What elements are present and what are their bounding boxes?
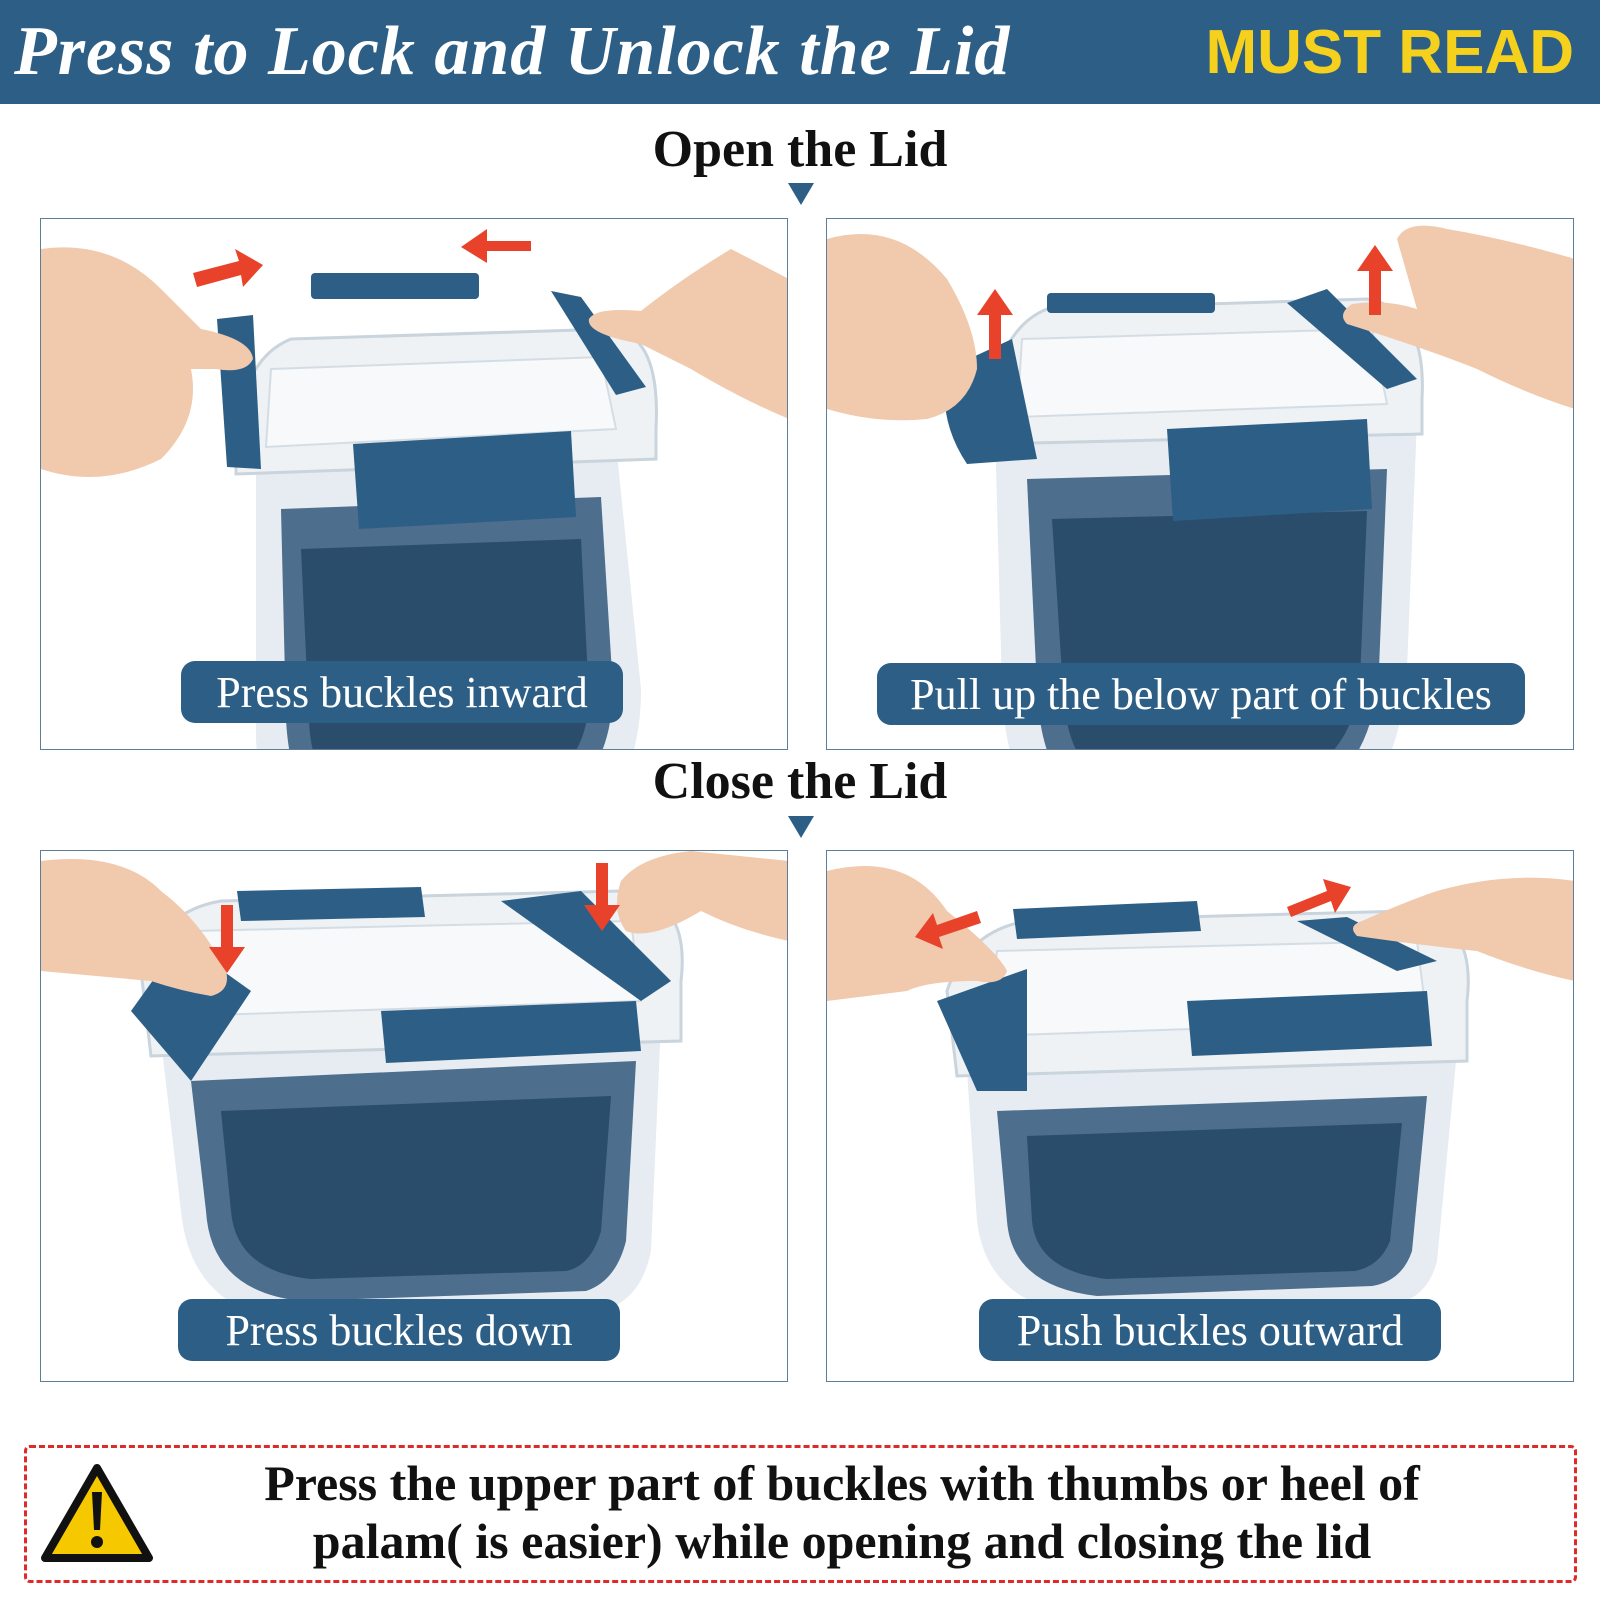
- buckle-front: [353, 431, 576, 529]
- left-hand: [827, 234, 977, 421]
- header-banner: Press to Lock and Unlock the Lid MUST RE…: [0, 0, 1600, 104]
- warning-note-line-1: Press the upper part of buckles with thu…: [264, 1455, 1420, 1511]
- buckle-back: [1047, 293, 1215, 313]
- container-illustration: [41, 851, 787, 1321]
- buckle-right: [551, 291, 646, 395]
- arrow-up-right-icon: [1357, 245, 1393, 315]
- left-hand: [827, 866, 1007, 1001]
- buckle-front: [381, 1001, 641, 1063]
- arrow-down-right-icon: [584, 863, 620, 931]
- arrow-up-left-icon: [977, 289, 1013, 359]
- arrow-outward-right-icon: [1287, 879, 1351, 917]
- right-hand: [1343, 225, 1573, 409]
- caption-pull-up: Pull up the below part of buckles: [877, 663, 1525, 725]
- buckle-front: [1187, 991, 1432, 1056]
- panel-open-pull-up: Pull up the below part of buckles: [826, 218, 1574, 750]
- panel-open-press-inward: Press buckles inward: [40, 218, 788, 750]
- panel-close-push-outward: Push buckles outward: [826, 850, 1574, 1382]
- section-title-close: Close the Lid: [652, 753, 948, 810]
- buckle-right: [1287, 289, 1417, 389]
- warning-note-text: Press the upper part of buckles with thu…: [177, 1454, 1507, 1570]
- left-hand: [41, 859, 227, 996]
- buckle-right: [1297, 917, 1437, 971]
- caption-press-down: Press buckles down: [178, 1299, 620, 1361]
- right-hand: [588, 249, 787, 419]
- panel-close-press-down: Press buckles down: [40, 850, 788, 1382]
- buckle-left: [937, 969, 1027, 1091]
- down-arrow-icon: [788, 183, 814, 205]
- arrow-inward-left-icon: [193, 249, 263, 287]
- warning-triangle-icon: [41, 1464, 153, 1562]
- arrow-inward-right-icon: [461, 229, 531, 263]
- container-illustration: [827, 866, 1573, 1316]
- buckle-back: [1013, 901, 1201, 939]
- left-hand: [41, 247, 253, 477]
- arrow-outward-left-icon: [915, 911, 981, 949]
- down-arrow-icon: [788, 816, 814, 838]
- buckle-back: [237, 887, 425, 921]
- caption-push-outward: Push buckles outward: [979, 1299, 1441, 1361]
- buckle-front: [1167, 419, 1372, 521]
- caption-press-inward: Press buckles inward: [181, 661, 623, 723]
- buckle-right: [501, 891, 671, 1001]
- must-read-badge: MUST READ: [1205, 17, 1574, 87]
- buckle-back: [311, 273, 479, 299]
- right-hand: [1353, 877, 1573, 981]
- page-title: Press to Lock and Unlock the Lid: [14, 13, 1011, 90]
- right-hand: [617, 851, 787, 941]
- section-title-open: Open the Lid: [652, 121, 948, 178]
- warning-note-line-2: palam( is easier) while opening and clos…: [312, 1513, 1372, 1569]
- arrow-down-left-icon: [209, 905, 245, 973]
- warning-note: Press the upper part of buckles with thu…: [24, 1445, 1577, 1583]
